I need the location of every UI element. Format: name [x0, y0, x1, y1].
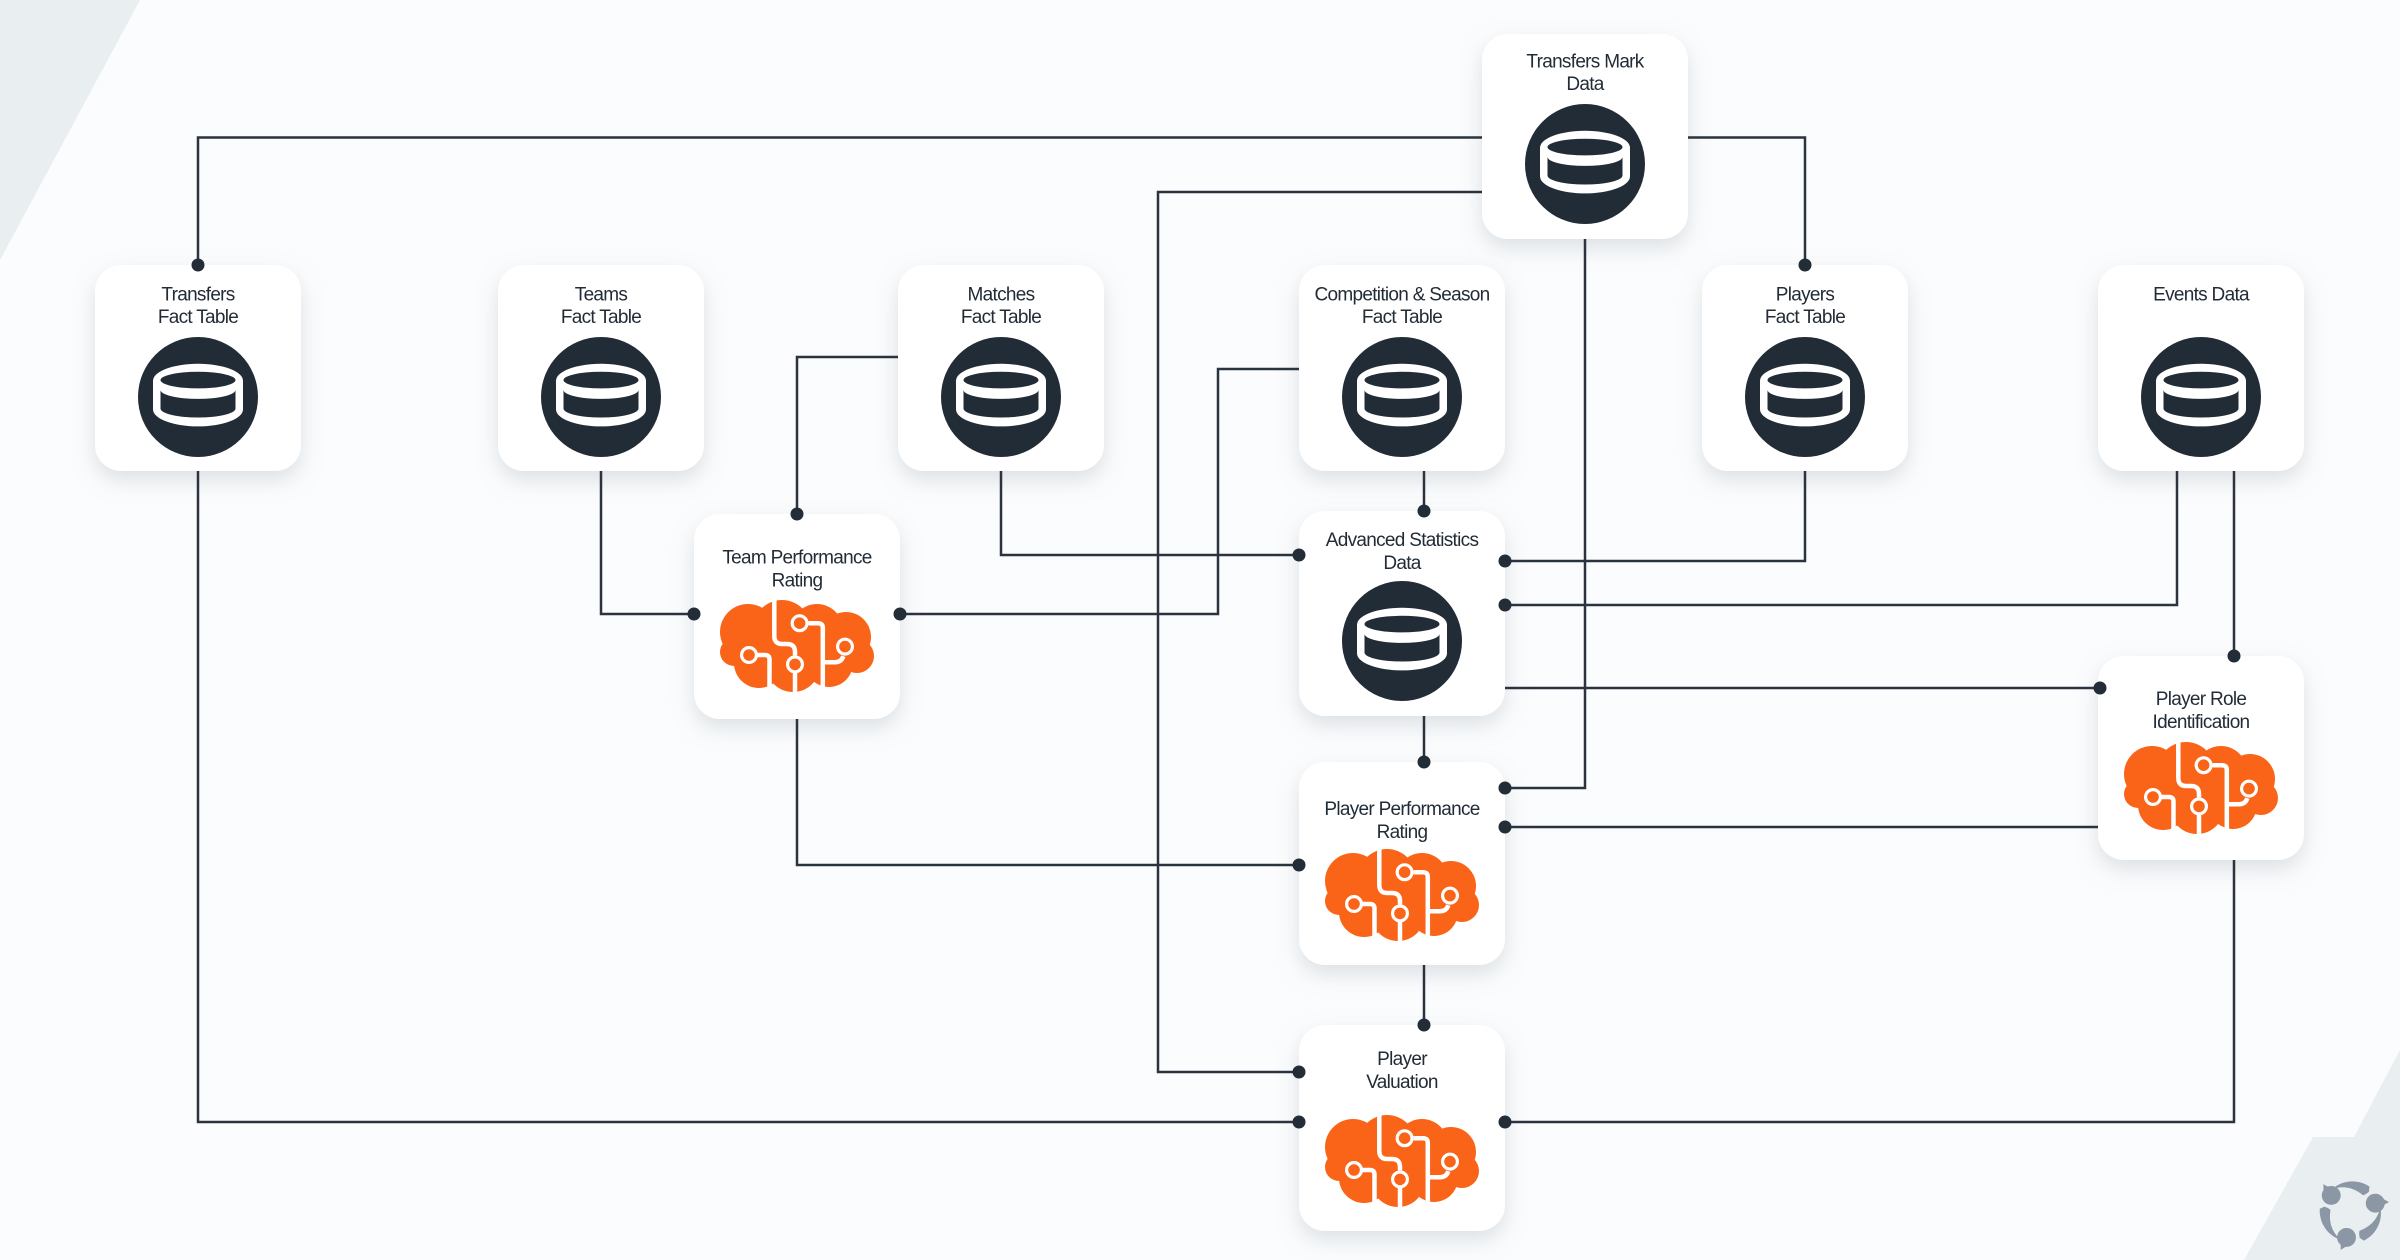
svg-text:Team Performance: Team Performance	[722, 548, 871, 569]
svg-text:Fact Table: Fact Table	[158, 307, 238, 328]
svg-text:Data: Data	[1383, 553, 1421, 574]
svg-text:Player: Player	[1377, 1049, 1428, 1070]
svg-text:Events Data: Events Data	[2153, 285, 2250, 306]
svg-text:Teams: Teams	[575, 285, 628, 306]
svg-text:Advanced Statistics: Advanced Statistics	[1326, 530, 1479, 551]
svg-text:Fact Table: Fact Table	[1765, 307, 1845, 328]
svg-text:Transfers: Transfers	[161, 285, 234, 306]
svg-text:Fact Table: Fact Table	[1362, 307, 1442, 328]
svg-text:Rating: Rating	[1377, 822, 1428, 843]
svg-text:Players: Players	[1776, 285, 1835, 306]
svg-text:Matches: Matches	[968, 285, 1035, 306]
svg-text:Competition & Season: Competition & Season	[1314, 285, 1489, 306]
svg-text:Player Performance: Player Performance	[1324, 799, 1479, 820]
svg-text:Fact Table: Fact Table	[561, 307, 641, 328]
svg-text:Rating: Rating	[772, 571, 823, 592]
svg-text:Identification: Identification	[2153, 712, 2250, 733]
svg-text:Transfers Mark: Transfers Mark	[1526, 52, 1644, 73]
svg-text:Fact Table: Fact Table	[961, 307, 1041, 328]
svg-text:Player Role: Player Role	[2156, 689, 2247, 710]
svg-text:Data: Data	[1566, 74, 1604, 95]
svg-text:Valuation: Valuation	[1366, 1072, 1438, 1093]
